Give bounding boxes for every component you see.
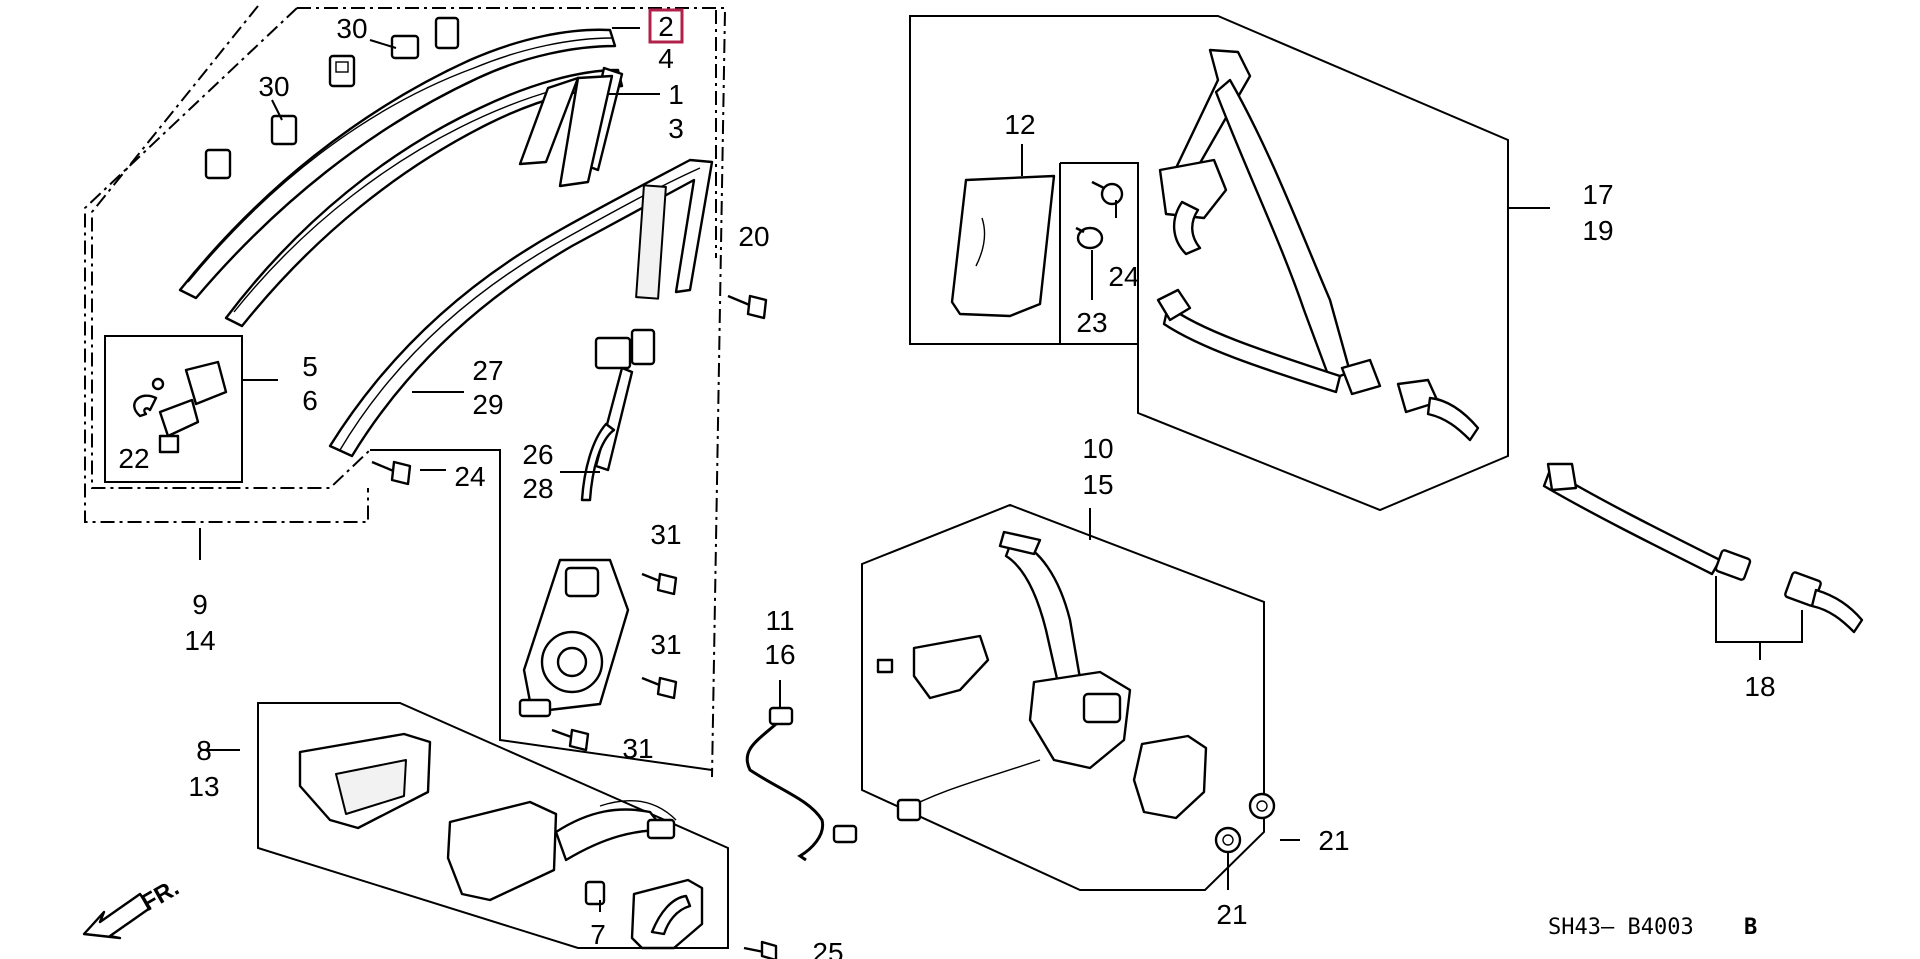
sash-subgroup-boundary [370,449,713,771]
callout-30b: 30 [258,71,289,102]
cap-23 [1075,226,1104,250]
run-channel-upper [178,28,617,300]
clip-7 [584,880,606,906]
handle-subgroup-boundary [257,702,729,949]
callout-24-belt: 24 [1108,261,1139,292]
bolt-20 [727,294,768,320]
clip-30-a [328,54,356,88]
glass-run-vertical [518,66,624,188]
callout-4: 4 [658,43,674,74]
callout-labels: 2 4 1 3 30 30 5 6 22 27 29 24 26 28 20 3… [118,11,1775,959]
front-seatbelt-assembly [1156,48,1480,442]
callout-11: 11 [765,605,794,636]
callout-23: 23 [1076,307,1107,338]
callout-6: 6 [302,385,318,416]
callout-15: 15 [1082,469,1113,500]
callout-13: 13 [188,771,219,802]
callout-29: 29 [472,389,503,420]
highlight-box [648,8,684,44]
callout-21a: 21 [1318,825,1349,856]
callout-25: 25 [812,937,843,959]
bolt-31-b [641,676,678,700]
callout-30a: 30 [336,13,367,44]
callout-31a: 31 [650,519,681,550]
bolt-24-door [371,460,412,486]
callout-1: 1 [668,79,684,110]
bolt-31-a [641,572,678,596]
callout-31c: 31 [622,733,653,764]
seatbelt-front-boundary [909,15,1509,512]
callout-8: 8 [196,735,212,766]
diagram-code: SH43– B4003 [1548,915,1694,940]
front-direction-arrow: FR. [82,874,184,940]
handle-bezel [298,732,432,830]
inside-handle [446,800,677,902]
wire-harness [745,706,858,862]
door-sash-outer [328,158,714,458]
diagram-code-suffix: B [1744,915,1757,940]
callout-22: 22 [118,443,149,474]
screw-25 [743,940,778,959]
leader-lines [199,27,1803,912]
callout-2: 2 [658,11,674,42]
nut-21-b [1248,792,1276,820]
handle-escutcheon [630,878,704,950]
clip-30-b [390,16,460,60]
center-belt-18 [1542,462,1864,634]
callout-24-door: 24 [454,461,485,492]
rear-seatbelt-retractor [896,530,1208,822]
callout-9: 9 [192,589,208,620]
callout-14: 14 [184,625,215,656]
callout-17: 17 [1582,179,1613,210]
callout-12: 12 [1004,109,1035,140]
callout-21b: 21 [1216,899,1247,930]
callout-18: 18 [1744,671,1775,702]
callout-28: 28 [522,473,553,504]
callout-16: 16 [764,639,795,670]
screw-rear [876,658,894,674]
switch-subgroup-boundary [104,335,243,483]
clip-30-d [204,148,232,180]
callout-27: 27 [472,355,503,386]
nut-21-a [1214,826,1242,854]
window-regulator [518,328,656,718]
callout-5: 5 [302,351,318,382]
bolt-31-c [551,728,590,752]
door-group-boundary [84,5,726,778]
diagram-code-block: SH43– B4003 B [1548,915,1757,940]
callout-10: 10 [1082,433,1113,464]
callout-20: 20 [738,221,769,252]
seatbelt-cover-12 [950,174,1056,318]
callout-3: 3 [668,113,684,144]
switch-clip-22 [133,377,165,418]
anchor-bolt-24 [1091,180,1124,206]
callout-7: 7 [590,919,606,950]
callout-19: 19 [1582,215,1613,246]
callout-31b: 31 [650,629,681,660]
callout-26: 26 [522,439,553,470]
clip-30-c [270,114,298,146]
power-window-switch [158,360,228,454]
